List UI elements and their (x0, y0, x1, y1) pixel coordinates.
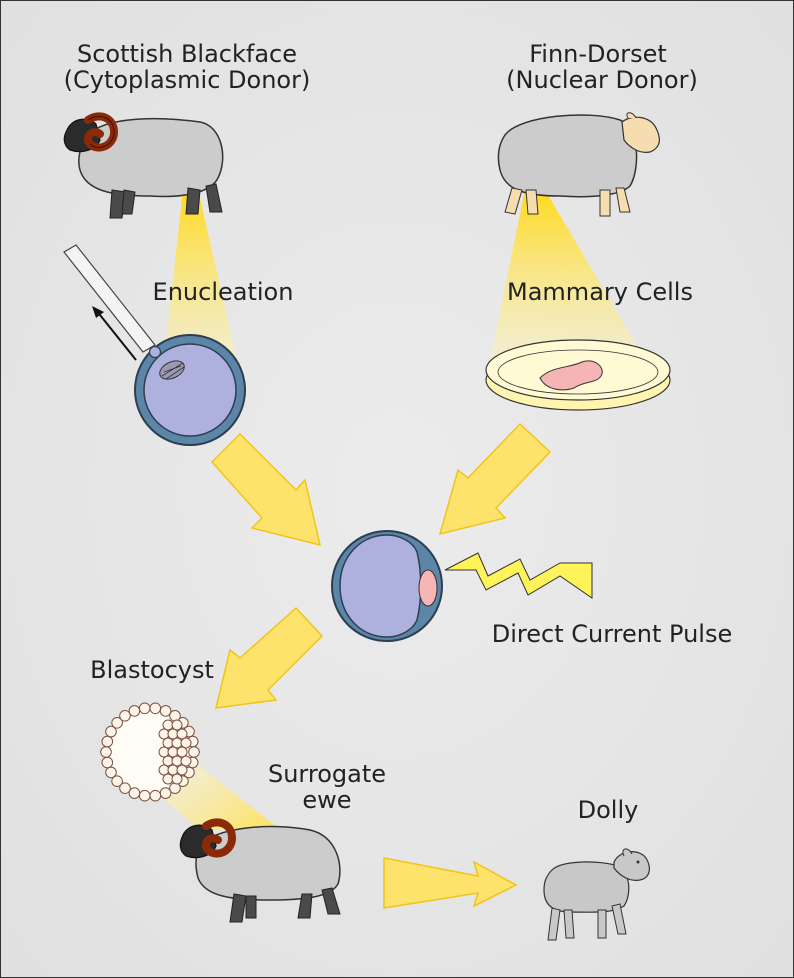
inner-cell-mass-cell (171, 719, 183, 731)
inner-cell-mass-cell (180, 755, 192, 767)
trophoblast-cell (119, 782, 131, 795)
arrow-surrogate-to-dolly (383, 857, 518, 909)
surrogate-label-line2: ewe (302, 786, 351, 814)
arrow-fusion-to-blastocyst (215, 606, 324, 709)
cyto-donor-subtitle: (Cytoplasmic Donor) (64, 66, 311, 94)
arrow-enucleation-to-fusion (210, 432, 322, 547)
cyto-donor-title: Scottish Blackface (77, 40, 297, 68)
trophoblast-cell (188, 746, 200, 758)
trophoblast-cell (105, 766, 117, 779)
petri-dish-icon (485, 339, 671, 411)
beam-right (485, 190, 660, 385)
trophoblast-cell (149, 789, 162, 802)
lamb-icon (543, 848, 650, 941)
mammary-cells-label: Mammary Cells (507, 278, 693, 306)
inner-cell-mass-cell (171, 773, 183, 785)
ram-icon (63, 112, 224, 219)
trophoblast-cell (105, 725, 117, 738)
enucleation-label: Enucleation (153, 278, 294, 306)
cell-icon (134, 334, 246, 446)
trophoblast-cell (138, 702, 151, 715)
nuc-donor-subtitle: (Nuclear Donor) (506, 66, 698, 94)
trophoblast-cell (169, 782, 181, 795)
nuc-donor-title: Finn-Dorset (529, 40, 667, 68)
blastocyst-label: Blastocyst (90, 656, 214, 684)
inner-cell-mass-cell (180, 737, 192, 749)
trophoblast-cell (101, 735, 114, 748)
dc-pulse-label: Direct Current Pulse (492, 620, 732, 648)
blastocyst-icon (100, 702, 200, 802)
trophoblast-cell (159, 787, 172, 799)
sheep-icon (497, 112, 660, 217)
inner-cell-mass-cell (176, 728, 188, 740)
trophoblast-cell (111, 775, 123, 788)
trophoblast-cell (100, 746, 112, 758)
surrogate-label-line1: Surrogate (268, 760, 386, 788)
pipette-icon (63, 244, 156, 361)
trophoblast-cell (101, 756, 114, 769)
lightning-bolt-icon (444, 552, 593, 599)
trophoblast-cell (149, 702, 162, 715)
trophoblast-cell (128, 787, 141, 799)
trophoblast-cell (138, 789, 151, 802)
trophoblast-cell (159, 705, 172, 717)
dolly-label: Dolly (578, 796, 639, 824)
arrow-mammary-to-fusion (438, 422, 552, 536)
cell-icon (331, 530, 443, 642)
inner-cell-mass-cell (176, 764, 188, 776)
trophoblast-cell (111, 717, 123, 729)
trophoblast-cell (128, 705, 141, 717)
ram-icon (179, 818, 341, 923)
inner-cell-mass-cell (176, 746, 188, 758)
trophoblast-cell (119, 710, 131, 722)
